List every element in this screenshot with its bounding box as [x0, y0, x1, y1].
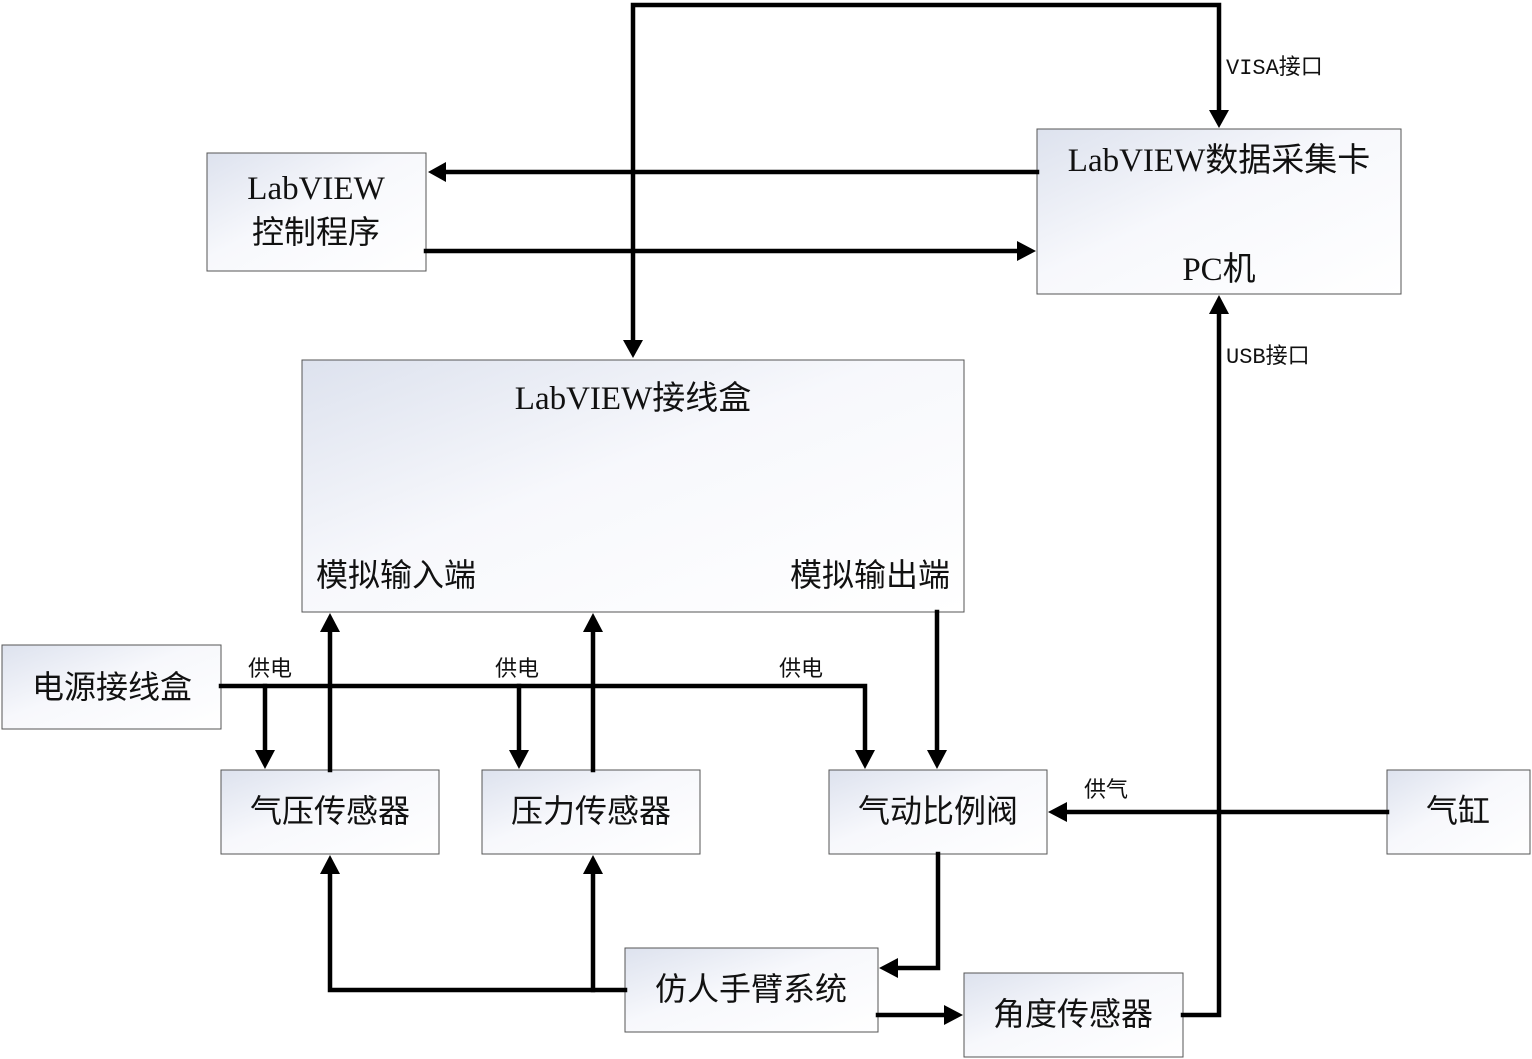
arrowhead: [944, 1005, 963, 1025]
pc-title: LabVIEW数据采集卡: [1068, 142, 1370, 179]
power-supply-lines: 供电 供电 供电: [218, 657, 875, 769]
power-supply-label-3: 供电: [779, 657, 823, 682]
arrowhead: [428, 162, 446, 182]
usb-connection: USB接口: [1180, 295, 1310, 1018]
labview-program-line2: 控制程序: [252, 213, 380, 251]
arrowhead: [855, 750, 875, 769]
valve-to-arm-arrow: [879, 851, 941, 978]
power-box: 电源接线盒: [1, 644, 222, 730]
arrowhead: [1209, 295, 1229, 314]
force-sensor-box: 压力传感器: [481, 769, 701, 855]
power-supply-label-1: 供电: [248, 657, 292, 682]
air-supply-label: 供气: [1084, 778, 1128, 803]
arrowhead: [583, 855, 603, 874]
arm-to-angle-sensor-arrow: [875, 1005, 963, 1025]
output-to-valve-arrow: [927, 609, 947, 769]
arrowhead: [255, 750, 275, 769]
arrowhead: [320, 855, 340, 874]
pc-to-program-arrow: [428, 162, 1040, 182]
arm-system-box: 仿人手臂系统: [624, 947, 879, 1033]
junction-box: LabVIEW接线盒 模拟输入端 模拟输出端: [301, 359, 965, 613]
arrowhead: [879, 958, 898, 978]
usb-interface-label: USB接口: [1226, 344, 1310, 370]
junction-box-title: LabVIEW接线盒: [515, 380, 751, 417]
program-to-pc-arrow: [423, 241, 1036, 261]
pc-subtitle: PC机: [1182, 251, 1255, 288]
labview-program-box: LabVIEW 控制程序: [206, 152, 427, 272]
visa-interface-label: VISA接口: [1226, 55, 1323, 81]
arrowhead: [509, 750, 529, 769]
force-sensor-label: 压力传感器: [511, 792, 671, 830]
air-pressure-sensor-label: 气压传感器: [250, 792, 410, 830]
air-pressure-sensor-box: 气压传感器: [220, 769, 440, 855]
arrowhead: [1209, 110, 1229, 128]
angle-sensor-label: 角度传感器: [993, 995, 1153, 1033]
cylinder-label: 气缸: [1426, 792, 1490, 830]
pc-box: LabVIEW数据采集卡 PC机: [1036, 128, 1402, 295]
cylinder-box: 气缸: [1386, 769, 1531, 855]
arm-to-sensors-arrows: [320, 855, 628, 993]
pneumatic-valve-label: 气动比例阀: [858, 792, 1018, 830]
arm-system-label: 仿人手臂系统: [655, 970, 847, 1008]
air-pressure-to-input-arrow: [320, 613, 340, 773]
arrowhead: [1048, 802, 1067, 822]
arrowhead: [927, 750, 947, 769]
arrowhead: [320, 613, 340, 632]
labview-program-line1: LabVIEW: [247, 171, 385, 207]
cylinder-to-valve-arrow: 供气: [1048, 778, 1390, 822]
analog-output-label: 模拟输出端: [790, 556, 950, 594]
arrowhead: [1017, 241, 1036, 261]
arrowhead: [583, 613, 603, 632]
power-box-label: 电源接线盒: [32, 668, 192, 706]
angle-sensor-box: 角度传感器: [963, 972, 1184, 1058]
arrowhead: [623, 340, 643, 358]
power-supply-label-2: 供电: [495, 657, 539, 682]
analog-input-label: 模拟输入端: [316, 556, 476, 594]
force-to-input-arrow: [583, 613, 603, 773]
pneumatic-valve-box: 气动比例阀: [828, 769, 1048, 855]
